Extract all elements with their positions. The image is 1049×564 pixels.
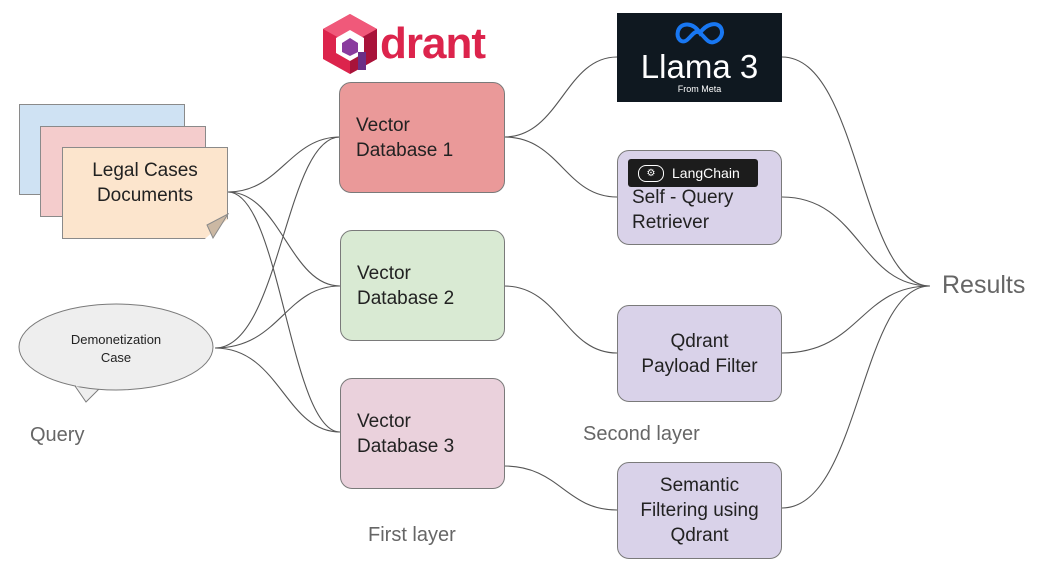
semantic-line3: Qdrant [670,525,729,546]
document-fold-corner [206,213,229,239]
edge-query-vdb3 [214,347,341,433]
edge-docs-vdb3 [227,191,341,433]
edge-query-vdb1 [214,136,341,349]
edge-llama-results [781,56,931,287]
edge-payload-results [781,285,931,354]
query-label: Query [30,424,85,446]
document-front: Legal Cases Documents [62,147,228,239]
query-bubble: Demonetization Case [20,331,212,367]
langchain-parrot-icon: ⚙ [638,164,664,182]
second-layer-label: Second layer [583,423,700,445]
self-query-line2: Retriever [632,212,710,233]
edge-docs-vdb1 [227,136,341,193]
query-bubble-line1: Demonetization [70,332,162,347]
edge-vdb3-semantic [503,465,618,511]
payload-filter-line1: Qdrant [670,330,729,352]
vector-database-1-line1: Vector [356,115,410,136]
query-bubble-line2: Case [100,350,132,365]
edge-selfquery-results [781,196,931,287]
vector-database-2-line1: Vector [357,263,411,284]
llama3-subtitle: From Meta [677,84,722,94]
qdrant-logo-text: drant [380,19,486,68]
qdrant-logo: drant [320,12,486,76]
edge-docs-vdb2 [227,191,341,287]
documents-line1: Legal Cases [92,160,198,181]
edge-vdb1-llama [503,56,618,138]
vector-database-3: Vector Database 3 [340,378,505,489]
semantic-filtering-box: Semantic Filtering using Qdrant [617,462,782,559]
edge-query-vdb2 [214,285,341,349]
llama3-logo: Llama 3 From Meta [617,13,782,102]
first-layer-label: First layer [368,524,456,546]
qdrant-payload-filter-box: Qdrant Payload Filter [617,305,782,402]
vector-database-3-line1: Vector [357,411,411,432]
edge-vdb1-selfquery [503,136,618,198]
self-query-line1: Self - Query [632,187,734,208]
semantic-line2: Filtering using [640,500,759,521]
semantic-line1: Semantic [659,475,740,496]
vector-database-2-line2: Database 2 [357,288,455,309]
query-bubble-shape [18,303,214,403]
vector-database-3-line2: Database 3 [357,436,455,457]
results-label: Results [942,271,1026,299]
edge-semantic-results [781,285,931,509]
edge-vdb2-payload [503,285,618,354]
documents-line2: Documents [96,185,194,206]
langchain-logo: ⚙ LangChain [628,159,758,187]
qdrant-hexagon-icon [323,14,377,74]
langchain-logo-text: LangChain [672,165,740,181]
vector-database-1: Vector Database 1 [339,82,505,193]
vector-database-2: Vector Database 2 [340,230,505,341]
payload-filter-line2: Payload Filter [641,355,758,377]
llama3-title: Llama 3 [640,48,759,85]
meta-infinity-icon [675,22,725,45]
vector-database-1-line2: Database 1 [356,140,454,161]
